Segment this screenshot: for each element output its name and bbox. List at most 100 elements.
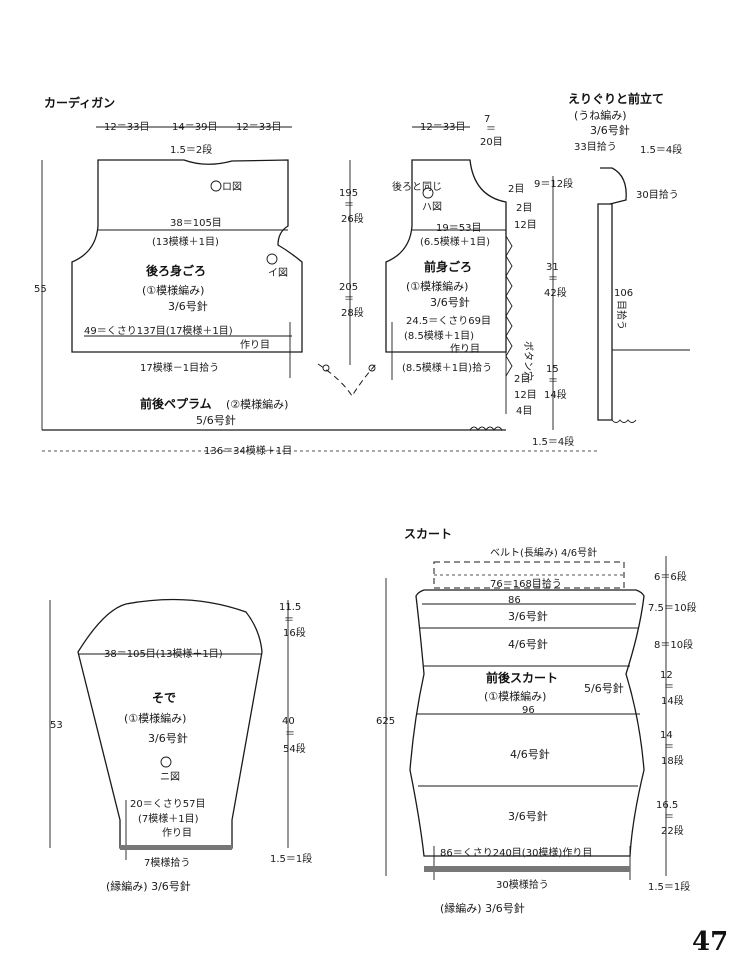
armhole-top-eq: ＝ <box>344 200 354 211</box>
skirt-seg-14-eq: ＝ <box>664 742 674 753</box>
sleeve-edge-stitch: (縁編み) 3/6号針 <box>106 879 191 893</box>
sleeve-width: 38＝105目(13模様＋1目) <box>104 647 223 660</box>
cardigan-title: カーディガン <box>44 95 115 110</box>
front-stitch: (①模様編み) <box>406 279 468 293</box>
collar-neck-height: 1.5＝4段 <box>640 143 682 156</box>
skirt-title: スカート <box>404 527 452 541</box>
collar-neck-stitches: 33目拾う <box>574 140 617 153</box>
collar-title: えりぐりと前立て <box>568 91 664 106</box>
sleeve-body-h: 40 <box>282 716 295 727</box>
sleeve-cap-h: 11.5 <box>279 602 301 613</box>
sleeve-cuff-pickup: 7模様拾う <box>144 856 190 869</box>
back-pickup: 17模様－1目拾う <box>140 361 219 374</box>
peplum-needle: 5/6号針 <box>196 413 236 427</box>
diagram-i: イ図 <box>268 267 288 279</box>
front-bottom: 24.5＝くさり69目 <box>406 315 491 327</box>
diagram-ro: ロ図 <box>222 181 242 193</box>
skirt-needle-46-mid: 4/6号針 <box>510 747 550 761</box>
front-neck-w-top: 7 <box>484 114 490 125</box>
back-body-outline <box>71 159 303 353</box>
skirt-height: 625 <box>376 716 395 727</box>
front-rows-2b: 2目 <box>516 203 532 214</box>
diagram-ha: ハ図 <box>422 201 442 213</box>
front-rows-15: 15 <box>546 364 559 375</box>
armhole-bottom: 205 <box>339 282 358 293</box>
armhole-bottom-rows: 28段 <box>341 306 364 319</box>
skirt-seg-14-rows: 18段 <box>661 754 684 767</box>
collar-front-pick-num: 106 <box>614 288 633 299</box>
front-top-width: 12＝33目 <box>420 122 465 133</box>
button-band-scallop <box>505 202 513 414</box>
skirt-width-96: 96 <box>522 705 535 716</box>
skirt-needle-56: 5/6号針 <box>584 681 624 695</box>
sleeve-needle: 3/6号針 <box>148 731 188 745</box>
skirt-seg-75: 7.5＝10段 <box>648 601 697 614</box>
front-rows-9: 9＝12段 <box>534 177 573 190</box>
collar-scallop <box>611 419 637 423</box>
skirt-bottom-pickup: 30模様拾う <box>496 878 549 891</box>
sleeve-outline <box>77 598 263 849</box>
diagram-ha-marker <box>422 187 434 199</box>
skirt-outline <box>409 589 645 857</box>
front-rows-15-eq: ＝ <box>548 376 558 387</box>
collar-neck-pick: 30目拾う <box>636 188 679 201</box>
sleeve-cap-eq: ＝ <box>284 615 294 626</box>
sleeve-body-rows: 54段 <box>283 742 306 755</box>
skirt-stitch: (①模様編み) <box>484 689 546 703</box>
skirt-belt-pick: 76＝168目拾う <box>490 577 562 590</box>
skirt-seg-165-rows: 22段 <box>661 824 684 837</box>
peplum-scallop <box>469 426 503 431</box>
peplum-name: 前後ペプラム <box>140 396 212 411</box>
skirt-width-86: 86 <box>508 595 521 606</box>
sleeve-cuff-start: 作り目 <box>162 827 192 839</box>
front-width: 19＝53目 <box>436 223 481 234</box>
peplum-stitch: (②模様編み) <box>226 397 288 411</box>
sleeve-height: 53 <box>50 720 63 731</box>
front-same-as-back: 後ろと同じ <box>392 180 442 193</box>
skirt-belt-outline <box>433 561 625 589</box>
back-stitch: (①模様編み) <box>142 283 204 297</box>
skirt-seg-8: 8＝10段 <box>654 638 693 651</box>
skirt-needle-36-top: 3/6号針 <box>508 609 548 623</box>
diagram-ni: ニ図 <box>160 771 180 783</box>
skirt-seg-165-eq: ＝ <box>664 812 674 823</box>
skirt-belt: ベルト(長編み) 4/6号針 <box>490 546 597 559</box>
skirt-needle-36-bottom: 3/6号針 <box>508 809 548 823</box>
peplum-height: 1.5＝4段 <box>532 435 574 448</box>
skirt-hem-band <box>424 866 630 872</box>
skirt-seg-12-eq: ＝ <box>664 682 674 693</box>
cardigan-top-width-1: 12＝33目 <box>104 122 149 133</box>
front-rows-12a: 12目 <box>514 220 537 231</box>
front-pickup: (8.5模様＋1目)拾う <box>402 361 492 374</box>
back-needle: 3/6号針 <box>168 299 208 313</box>
sleeve-stitch: (①模様編み) <box>124 711 186 725</box>
front-needle: 3/6号針 <box>430 295 470 309</box>
collar-neck-curve <box>600 167 627 205</box>
back-width-sub: (13模様＋1目) <box>152 235 219 248</box>
peplum-width: 136＝34模様＋1目 <box>204 444 292 457</box>
skirt-seg-12-rows: 14段 <box>661 694 684 707</box>
front-width-sub: (6.5模様＋1目) <box>420 235 490 248</box>
sleeve-cuff-sub: (7模様＋1目) <box>138 812 199 825</box>
skirt-seg-6: 6＝6段 <box>654 570 687 583</box>
cardigan-top-width-3: 12＝33目 <box>236 122 281 133</box>
front-rows-12b: 12目 <box>514 390 537 401</box>
front-rows-4: 4目 <box>516 406 532 417</box>
skirt-name: 前後スカート <box>486 670 558 685</box>
armhole-bottom-eq: ＝ <box>344 294 354 305</box>
sleeve-cuff-width: 20＝くさり57目 <box>130 798 205 810</box>
front-neck-w-eq: ＝ <box>486 124 496 135</box>
armhole-top: 195 <box>339 188 358 199</box>
collar-front-band <box>597 203 613 421</box>
skirt-seg-165: 16.5 <box>656 800 678 811</box>
skirt-seg-12: 12 <box>660 670 673 681</box>
sleeve-body-eq: ＝ <box>285 729 295 740</box>
diagram-i-marker <box>266 253 278 265</box>
sleeve-cap-rows: 16段 <box>283 626 306 639</box>
armhole-top-rows: 26段 <box>341 212 364 225</box>
collar-stitch: (うね編み) <box>574 108 627 122</box>
front-rows-31: 31 <box>546 262 559 273</box>
front-rows-2a: 2目 <box>508 184 524 195</box>
back-bottom-start: 作り目 <box>240 339 270 351</box>
